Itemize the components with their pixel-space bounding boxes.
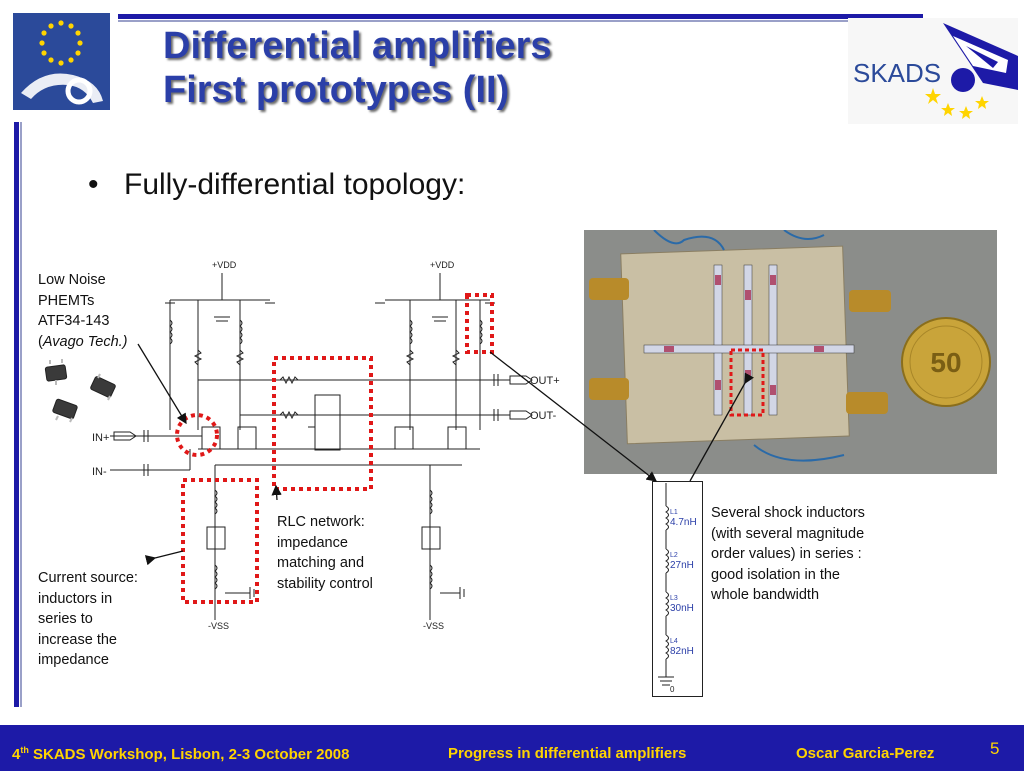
phemt-note: Low Noise PHEMTs ATF34-143 (Avago Tech.) [38,270,128,352]
amplifier-schematic: +VDD +VDD -VSS -VSS IN+ IN- OUT+ OUT- [92,260,560,631]
current-note-line-4: increase the [38,631,117,648]
footer-event: 4th SKADS Workshop, Lisbon, 2-3 October … [12,745,350,763]
skads-logo-text: SKADS [853,58,941,88]
current-source-highlight [181,478,259,604]
in-minus-label: IN- [92,466,107,478]
photo-inductor-highlight [729,348,765,417]
title-line-2: First prototypes (II) [163,69,510,111]
bullet-symbol: • [88,168,99,201]
shock-note-line-2: (with several magnitude [711,525,865,542]
vdd-label-right: +VDD [430,260,455,270]
vss-label-left: -VSS [208,621,229,631]
sma-connectors-icon [589,278,891,414]
phemt-highlight [175,413,219,457]
coin-value: 50 [930,347,961,378]
prototype-photo: 50 [584,230,997,474]
phemt-note-line-4: (Avago Tech.) [38,332,128,353]
bullet-text: Fully-differential topology: [124,168,466,201]
top-rule-shadow [118,20,923,22]
rlc-note-line-2: impedance [277,534,348,551]
phemt-note-maker: Avago Tech.) [42,333,128,350]
current-note-line-5: impedance [38,652,109,668]
euro-coin-icon [901,317,991,407]
inductor-value-3: 30nH [670,603,694,614]
inductor-label-3: L3 [670,595,678,602]
page-number: 5 [990,739,1000,758]
footer-event-sup: th [20,745,29,755]
rlc-note-line-4: stability control [277,575,373,592]
footer-author: Oscar Garcia-Perez [796,745,935,762]
bullet-item: • Fully-differential topology: [88,168,465,202]
inductor-label-4: L4 [670,638,678,645]
shock-note-line-3: order values) in series : [711,546,862,562]
in-plus-label: IN+ [92,432,109,444]
phemt-note-paren: ( [38,333,43,350]
vdd-label-left: +VDD [212,260,237,270]
left-rule-shadow [20,122,22,707]
inductor-label-1: L1 [670,509,678,516]
rlc-note-line-1: RLC network: [277,514,365,530]
rlc-note: RLC network: impedance matching and stab… [277,512,373,594]
current-note-line-1: Current source: [38,570,138,586]
page-title: Differential amplifiers First prototypes… [163,24,552,112]
phemt-note-line-3: ATF34-143 [38,313,110,329]
skads-logo: SKADS [848,18,1018,124]
footer-topic: Progress in differential amplifiers [448,745,687,762]
title-line-1: Differential amplifiers [163,25,552,67]
left-rule [14,122,19,707]
rlc-highlight [272,356,373,491]
skads-stars-icon [925,88,989,119]
inductor-value-1: 4.7nH [670,517,697,528]
current-note-line-2: inductors in [38,590,113,607]
inductor-label-2: L2 [670,552,678,559]
phemt-packages-image [44,359,116,423]
out-plus-label: OUT+ [530,375,560,387]
slide-footer: 4th SKADS Workshop, Lisbon, 2-3 October … [0,722,1024,771]
inductor-chain-schematic: L1 4.7nH L2 27nH L3 30nH L4 82nH 0 [652,481,703,697]
inductor-value-4: 82nH [670,646,694,657]
highlight-boxes [175,293,494,604]
rlc-note-line-3: matching and [277,555,365,571]
eu-fp6-logo [13,13,110,110]
shock-inductor-note: Several shock inductors (with several ma… [711,503,865,606]
inductor-value-2: 27nH [670,560,694,571]
eu-stars-icon [39,20,83,66]
ground-label: 0 [670,685,675,694]
shock-note-line-5: whole bandwidth [711,587,820,603]
vss-label-right: -VSS [423,621,444,631]
out-minus-label: OUT- [530,410,557,422]
shock-note-line-4: good isolation in the [711,566,840,583]
top-rule [118,14,923,19]
phemt-note-line-2: PHEMTs [38,292,95,309]
current-source-note: Current source: inductors in series to i… [38,568,138,671]
shock-note-line-1: Several shock inductors [711,505,865,521]
current-note-line-3: series to [38,611,93,627]
phemt-note-line-1: Low Noise [38,272,106,288]
